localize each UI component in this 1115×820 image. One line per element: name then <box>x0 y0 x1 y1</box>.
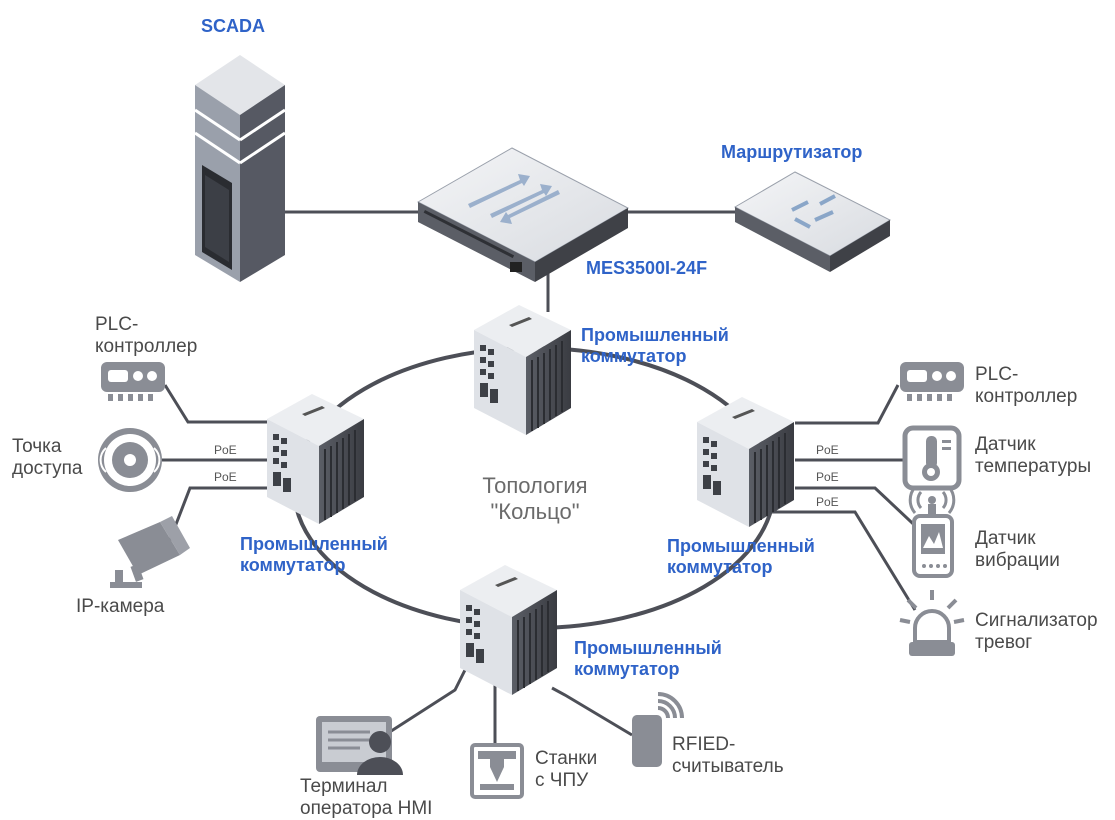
bottom-device-links <box>384 669 633 745</box>
access-point-label: Точка доступа <box>12 436 82 480</box>
poe-label: PoE <box>816 443 839 457</box>
industrial-switch-icon <box>459 564 558 696</box>
plc-left-label: PLC- контроллер <box>95 314 197 358</box>
industrial-switch-icon <box>266 393 365 525</box>
industrial-switch-icon <box>696 396 795 528</box>
left-device-links <box>162 384 270 546</box>
vibration-sensor-icon <box>908 486 956 578</box>
access-point-label-line1: Точка <box>12 436 62 457</box>
vibration-sensor-label: Датчик вибрации <box>975 528 1060 572</box>
alarm-label-line2: тревог <box>975 632 1033 653</box>
alarm-light-icon <box>899 590 965 656</box>
switch-top-label-line2: коммутатор <box>581 346 687 366</box>
switch-left-label-line1: Промышленный <box>240 534 388 554</box>
switch-left-label: Промышленный коммутатор <box>240 534 388 576</box>
ip-camera-icon <box>110 516 190 588</box>
backbone-links <box>284 210 735 312</box>
core-switch-label: MES3500I-24F <box>586 258 708 278</box>
topology-label: Топология "Кольцо" <box>435 473 635 525</box>
industrial-switch-icon <box>474 305 571 435</box>
core-switch-icon <box>416 147 630 282</box>
switch-right-label: Промышленный коммутатор <box>667 536 815 578</box>
vibration-sensor-label-line2: вибрации <box>975 550 1060 571</box>
cnc-label: Станки с ЧПУ <box>535 748 597 792</box>
switch-bottom-label-line2: коммутатор <box>574 659 680 679</box>
plc-left-label-line2: контроллер <box>95 336 198 357</box>
temp-sensor-label-line2: температуры <box>975 456 1092 477</box>
vibration-sensor-label-line1: Датчик <box>975 528 1036 549</box>
alarm-label-line1: Сигнализатор <box>975 610 1098 631</box>
access-point-label-line2: доступа <box>12 458 83 479</box>
switch-bottom-label: Промышленный коммутатор <box>574 638 722 680</box>
router-label: Маршрутизатор <box>721 142 863 162</box>
switch-left-label-line2: коммутатор <box>240 555 346 575</box>
plc-icon <box>900 362 964 401</box>
alarm-label: Сигнализатор тревог <box>975 610 1098 654</box>
ip-camera-label: IP-камера <box>76 596 165 617</box>
plc-right-label: PLC- контроллер <box>975 364 1077 408</box>
rfid-label-line1: RFIED- <box>672 734 736 755</box>
temp-sensor-label: Датчик температуры <box>975 434 1091 478</box>
poe-label: PoE <box>816 495 839 509</box>
switch-top-label: Промышленный коммутатор <box>581 325 729 367</box>
right-device-links <box>760 384 927 611</box>
plc-right-label-line2: контроллер <box>975 386 1078 407</box>
plc-left-label-line1: PLC- <box>95 314 139 335</box>
cnc-machine-icon <box>470 743 524 799</box>
plc-icon <box>101 362 165 401</box>
poe-label: PoE <box>816 470 839 484</box>
cnc-label-line1: Станки <box>535 748 598 769</box>
hmi-label-line2: оператора HMI <box>300 798 433 819</box>
router-icon <box>733 171 892 272</box>
topology-label-line1: Топология <box>482 473 588 498</box>
hmi-terminal-icon <box>316 716 403 775</box>
rfid-reader-icon <box>632 692 684 767</box>
hmi-label: Терминал оператора HMI <box>300 776 432 820</box>
topology-label-line2: "Кольцо" <box>490 499 580 524</box>
poe-label: PoE <box>214 443 237 457</box>
temp-sensor-label-line1: Датчик <box>975 434 1036 455</box>
hmi-label-line1: Терминал <box>300 776 388 797</box>
rfid-label-line2: считыватель <box>672 756 784 777</box>
switch-right-label-line2: коммутатор <box>667 557 773 577</box>
switch-right-label-line1: Промышленный <box>667 536 815 556</box>
scada-label: SCADA <box>201 16 266 36</box>
switch-bottom-label-line1: Промышленный <box>574 638 722 658</box>
rfid-label: RFIED- считыватель <box>672 734 784 778</box>
access-point-icon <box>98 428 162 492</box>
server-icon <box>194 55 286 282</box>
poe-label: PoE <box>214 470 237 484</box>
thermometer-icon <box>902 425 962 491</box>
plc-right-label-line1: PLC- <box>975 364 1019 385</box>
switch-top-label-line1: Промышленный <box>581 325 729 345</box>
cnc-label-line2: с ЧПУ <box>535 770 589 791</box>
